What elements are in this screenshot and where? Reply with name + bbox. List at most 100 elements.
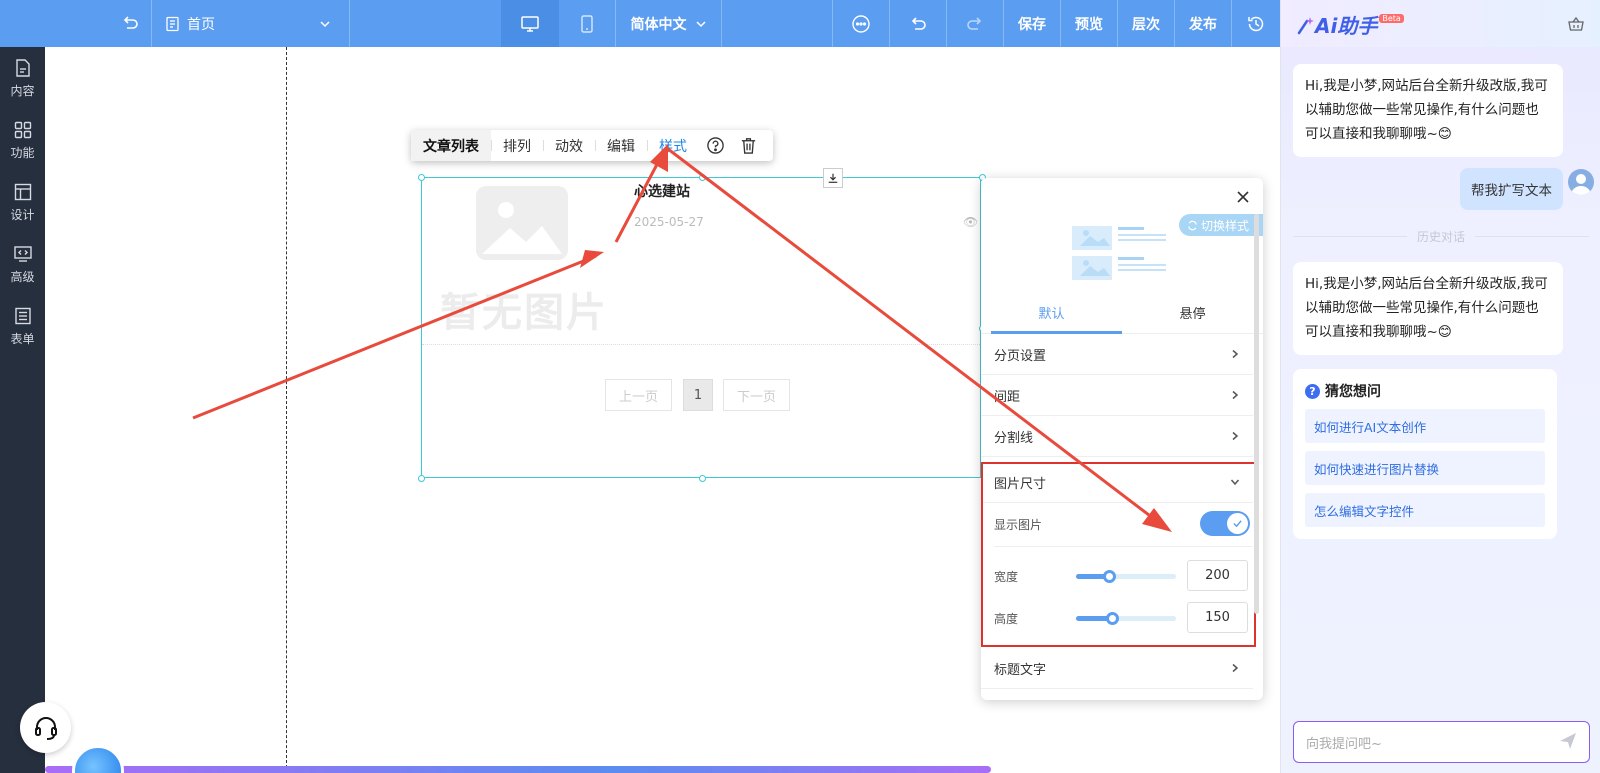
height-input[interactable]: 150 — [1187, 602, 1248, 633]
module-toolbar: 文章列表 排列 动效 编辑 样式 — [411, 130, 773, 161]
row-pagination-settings[interactable]: 分页设置 — [981, 334, 1253, 375]
more-button[interactable] — [833, 0, 889, 47]
more-dots-icon — [852, 14, 870, 33]
suggested-question[interactable]: 怎么编辑文字控件 — [1305, 493, 1545, 527]
row-label: 间距 — [994, 389, 1021, 405]
resize-handle[interactable] — [699, 174, 706, 181]
suggested-questions: ?猜您想问 如何进行AI文本创作 如何快速进行图片替换 怎么编辑文字控件 — [1293, 369, 1557, 539]
prev-page-button[interactable]: 上一页 — [605, 379, 672, 411]
ai-header: Ai助手 Beta — [1281, 0, 1600, 47]
redo-button[interactable] — [947, 0, 1003, 47]
ai-message: Hi,我是小梦,网站后台全新升级改版,我可以辅助您做一些常见操作,有什么问题也可… — [1293, 262, 1563, 355]
slider-knob[interactable] — [1106, 612, 1119, 625]
sidebar-item-design[interactable]: 设计 — [0, 171, 45, 233]
monitor-icon — [521, 15, 539, 32]
tab-animation[interactable]: 动效 — [543, 130, 595, 161]
download-icon — [828, 173, 838, 183]
no-image-text: 暂无图片 — [440, 290, 608, 336]
user-avatar-icon — [1571, 174, 1591, 195]
grid-icon — [14, 121, 31, 138]
history-divider: 历史对话 — [1293, 228, 1590, 245]
show-image-toggle[interactable] — [1200, 511, 1250, 536]
mobile-view-button[interactable] — [559, 0, 615, 47]
tab-hover[interactable]: 悬停 — [1179, 306, 1206, 322]
page-number-button[interactable]: 1 — [683, 379, 713, 411]
back-button[interactable] — [110, 0, 150, 47]
sidebar-item-label: 内容 — [10, 83, 35, 98]
send-icon[interactable] — [1558, 731, 1578, 751]
ai-message: Hi,我是小梦,网站后台全新升级改版,我可以辅助您做一些常见操作,有什么问题也可… — [1293, 64, 1563, 157]
tab-style[interactable]: 样式 — [647, 130, 699, 161]
help-button[interactable] — [699, 130, 732, 161]
delete-button[interactable] — [732, 130, 765, 161]
bottom-gradient-bar — [45, 766, 991, 773]
article-divider — [422, 344, 980, 345]
tab-default[interactable]: 默认 — [981, 291, 1122, 334]
history-button[interactable] — [1232, 0, 1280, 47]
user-message: 帮我扩写文本 — [1460, 168, 1563, 210]
undo-button[interactable] — [890, 0, 946, 47]
next-page-button[interactable]: 下一页 — [723, 379, 790, 411]
phone-icon — [581, 14, 593, 33]
resize-handle[interactable] — [418, 174, 425, 181]
switch-style-button[interactable]: 切换样式 — [1179, 214, 1263, 236]
sidebar-item-form[interactable]: 表单 — [0, 295, 45, 357]
close-icon[interactable] — [1236, 190, 1250, 204]
tab-arrange[interactable]: 排列 — [491, 130, 543, 161]
history-clock-icon — [1248, 16, 1264, 31]
chevron-down-icon — [320, 20, 330, 27]
tab-article-list[interactable]: 文章列表 — [411, 130, 491, 161]
page-selector[interactable]: 首页 — [165, 0, 345, 47]
panel-scrollbar[interactable] — [1254, 214, 1259, 614]
sidebar-item-advanced[interactable]: 高级 — [0, 233, 45, 295]
tab-edit[interactable]: 编辑 — [595, 130, 647, 161]
article-date: 2025-05-27 — [634, 215, 704, 229]
layers-button[interactable]: 层次 — [1132, 16, 1160, 33]
row-title-text[interactable]: 标题文字 — [981, 648, 1253, 689]
code-icon — [13, 245, 32, 262]
beta-badge: Beta — [1379, 14, 1404, 23]
save-button[interactable]: 保存 — [1018, 16, 1046, 33]
undo-icon — [911, 16, 926, 30]
redo-icon — [967, 16, 982, 30]
suggested-question[interactable]: 如何快速进行图片替换 — [1305, 451, 1545, 485]
chevron-down-icon — [695, 20, 706, 27]
language-selector[interactable]: 简体中文 — [616, 0, 721, 47]
download-button[interactable] — [823, 168, 843, 188]
image-placeholder-icon — [482, 202, 562, 254]
highlight-box — [981, 462, 1256, 647]
desktop-view-button[interactable] — [501, 0, 559, 47]
user-avatar — [1568, 169, 1594, 195]
row-label: 分割线 — [994, 430, 1034, 446]
slider-fill — [1076, 616, 1112, 621]
height-slider[interactable] — [1076, 612, 1176, 625]
preview-button[interactable]: 预览 — [1075, 16, 1103, 33]
top-bar: 首页 简体中文 保存 预览 层次 发布 — [0, 0, 1280, 47]
row-divider[interactable]: 分割线 — [981, 416, 1253, 457]
article-title[interactable]: 心选建站 — [634, 184, 690, 200]
refresh-icon — [1188, 220, 1197, 230]
sidebar-item-function[interactable]: 功能 — [0, 109, 45, 171]
check-icon — [1233, 520, 1242, 528]
sidebar-item-label: 高级 — [10, 269, 35, 284]
language-label: 简体中文 — [630, 16, 687, 33]
row-spacing[interactable]: 间距 — [981, 375, 1253, 416]
chevron-right-icon — [1232, 431, 1239, 441]
ai-question-input[interactable]: 向我提问吧~ — [1293, 721, 1590, 763]
slider-knob[interactable] — [1103, 570, 1116, 583]
width-input[interactable]: 200 — [1187, 560, 1248, 591]
suggested-title-label: 猜您想问 — [1325, 384, 1381, 400]
resize-handle[interactable] — [418, 475, 425, 482]
ai-title: Ai助手 — [1315, 14, 1378, 38]
headset-icon — [34, 716, 57, 740]
resize-handle[interactable] — [699, 475, 706, 482]
suggested-question[interactable]: 如何进行AI文本创作 — [1305, 409, 1545, 443]
basket-icon[interactable] — [1567, 15, 1585, 33]
form-icon — [14, 307, 31, 324]
publish-button[interactable]: 发布 — [1189, 16, 1217, 33]
sidebar-item-content[interactable]: 内容 — [0, 47, 45, 109]
height-label: 高度 — [994, 612, 1019, 626]
page-name: 首页 — [187, 16, 215, 33]
customer-service-button[interactable] — [20, 702, 71, 753]
width-slider[interactable] — [1076, 570, 1176, 583]
